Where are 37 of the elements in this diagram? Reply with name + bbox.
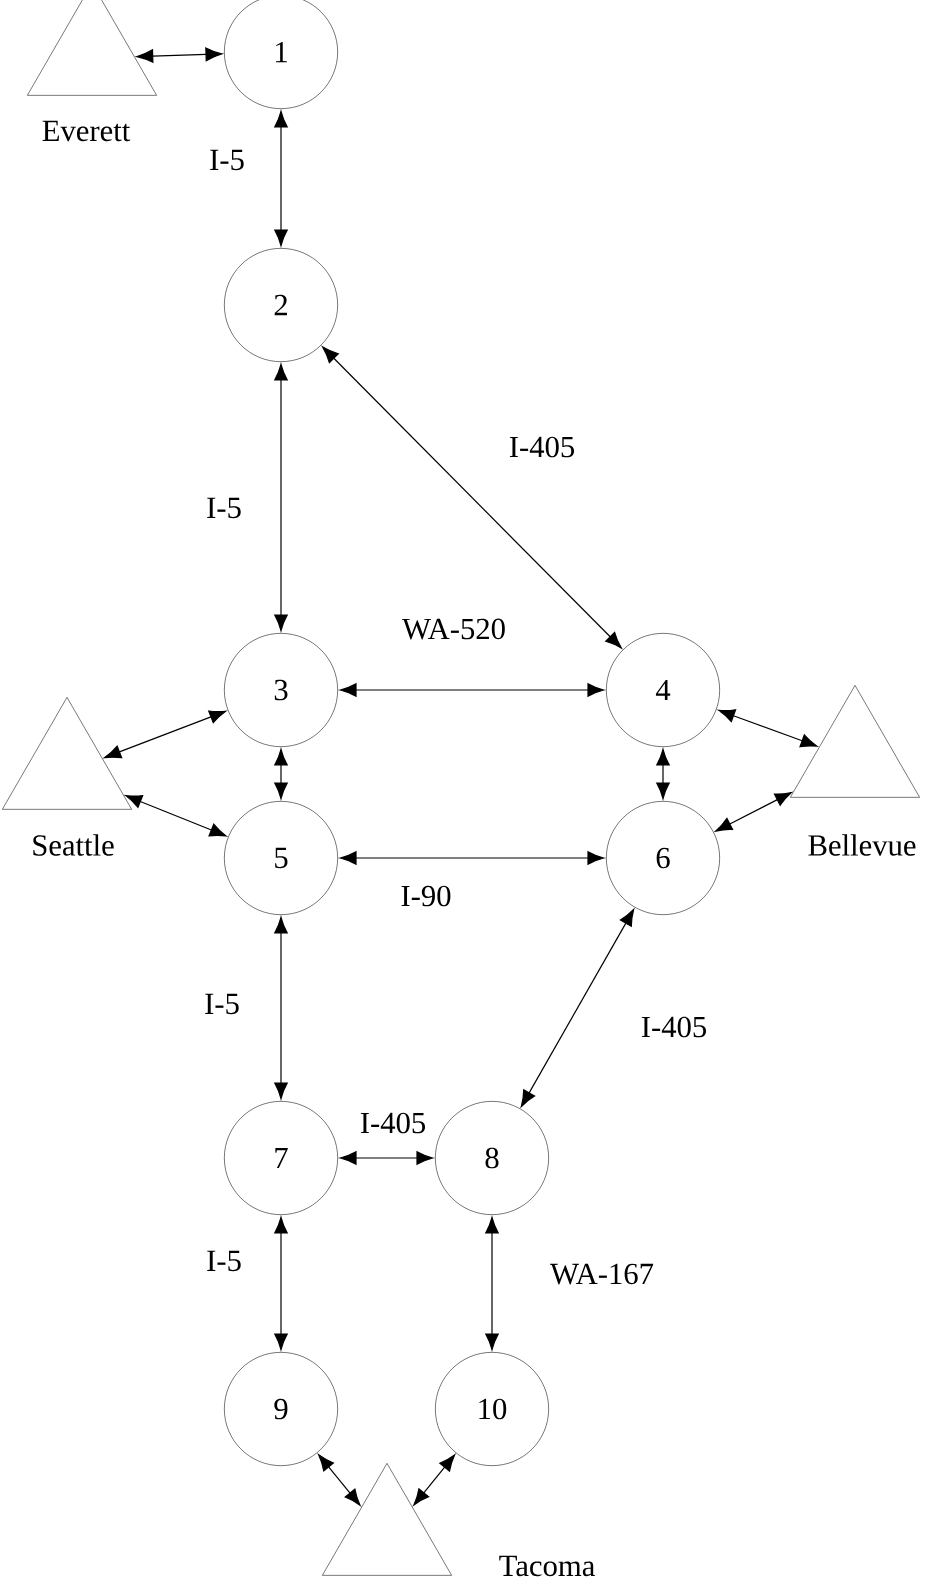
arrow bbox=[318, 1454, 361, 1506]
edge-label: I-5 bbox=[204, 496, 244, 520]
arrow bbox=[274, 916, 288, 1100]
city-triangle bbox=[790, 685, 920, 798]
edge-label: I-5 bbox=[207, 148, 247, 172]
arrow bbox=[274, 1216, 288, 1351]
arrow bbox=[339, 1151, 434, 1165]
arrow bbox=[339, 851, 605, 865]
edge-label: I-405 bbox=[358, 1111, 428, 1135]
arrow bbox=[413, 1454, 456, 1506]
city-label: Everett bbox=[42, 120, 131, 142]
city-label: Seattle bbox=[33, 834, 114, 856]
arrow bbox=[339, 683, 605, 697]
arrow bbox=[274, 363, 288, 632]
arrow bbox=[715, 791, 792, 832]
arrow bbox=[274, 110, 288, 247]
city-label: Tacoma bbox=[499, 1555, 595, 1577]
edge-label: I-5 bbox=[204, 1249, 244, 1273]
edge-label: I-405 bbox=[507, 435, 577, 459]
city-triangle bbox=[322, 1463, 452, 1576]
edge-label: WA-167 bbox=[548, 1262, 656, 1286]
arrow bbox=[656, 748, 670, 800]
edge-label: I-90 bbox=[399, 884, 453, 908]
city-triangle bbox=[2, 697, 132, 810]
edge-label: I-405 bbox=[639, 1015, 709, 1039]
arrow bbox=[718, 709, 818, 748]
arrow bbox=[125, 795, 227, 837]
arrow bbox=[104, 710, 227, 759]
arrow bbox=[520, 908, 635, 1108]
city-label: Bellevue bbox=[808, 834, 916, 856]
arrow bbox=[274, 748, 288, 800]
city-triangle bbox=[27, 0, 157, 96]
edge-label: WA-520 bbox=[400, 617, 508, 641]
arrow bbox=[322, 346, 622, 649]
edge-label: I-5 bbox=[202, 992, 242, 1016]
arrow bbox=[136, 47, 223, 63]
arrow bbox=[485, 1216, 499, 1351]
